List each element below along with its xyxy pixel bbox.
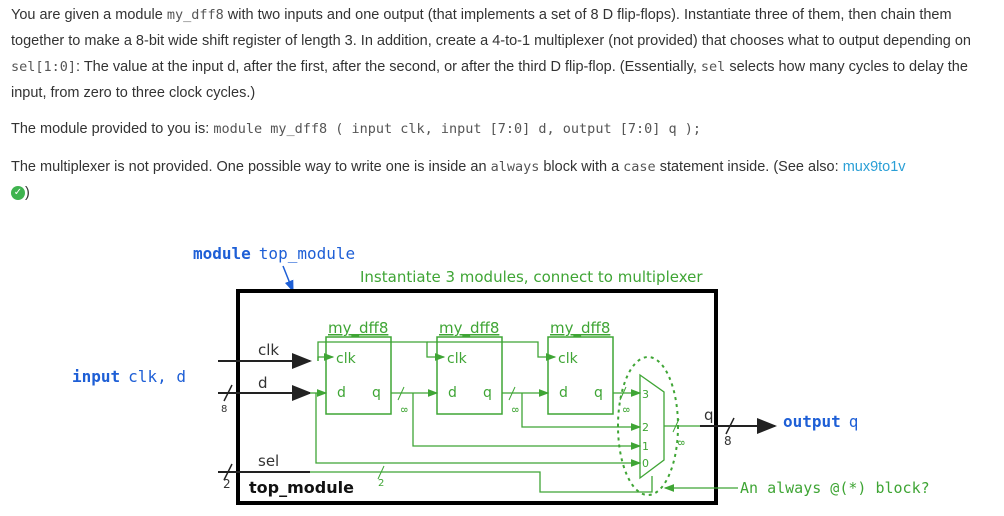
dff-clk-label: clk [558, 351, 579, 367]
code-sel: sel [700, 59, 726, 75]
output-name: q [849, 412, 859, 431]
dff-title: my_dff8 [328, 319, 388, 338]
bus-label-q2: 8 [509, 407, 519, 413]
dff-q-label: q [372, 385, 381, 401]
dff-instance-3: my_dff8 clk d q [547, 319, 614, 415]
text-segment: with two inputs and one output (that imp… [11, 7, 971, 49]
sel-bus-width: 2 [223, 477, 231, 491]
bus-width-markers [377, 386, 680, 480]
check-circle-icon: ✓ [11, 186, 25, 201]
output-keyword: output [783, 412, 841, 431]
dff-clk-label: clk [447, 351, 468, 367]
d-wire-label: d [258, 374, 268, 392]
dff-instance-2: my_dff8 clk d q [436, 319, 503, 415]
input-names: clk, d [128, 367, 186, 386]
dff-d-label: d [559, 385, 568, 401]
bus-label-q1: 8 [398, 407, 408, 413]
text-segment: statement inside. (See also: [655, 159, 843, 175]
text-segment: : The value at the input d, after the fi… [76, 59, 701, 75]
dff-q-label: q [483, 385, 492, 401]
d-bus-slash [223, 384, 233, 402]
text-segment: You are given a module [11, 7, 167, 23]
q-bus-width: 8 [724, 434, 732, 448]
dff-title: my_dff8 [550, 319, 610, 338]
input-keyword: input [72, 367, 120, 386]
q-wire-label: q [704, 406, 714, 424]
mux-input-0: 0 [642, 457, 649, 470]
bus-label-mux-out: 8 [675, 440, 685, 446]
mux-shape [639, 373, 665, 480]
mux9to1v-link[interactable]: mux9to1v [842, 159, 906, 175]
intro-paragraph-3: The multiplexer is not provided. One pos… [11, 154, 996, 206]
code-case: case [623, 159, 656, 175]
bus-label-q3: 8 [620, 407, 630, 413]
clk-wire-label: clk [258, 341, 279, 359]
dff-d-label: d [448, 385, 457, 401]
sel-bus-slash [223, 463, 233, 481]
always-note: An always @(*) block? [740, 479, 930, 497]
top-module-label: top_module [249, 478, 354, 497]
dff-title: my_dff8 [439, 319, 499, 338]
bus-label-sel: 2 [378, 478, 384, 489]
mux-input-3: 3 [642, 388, 649, 401]
dff-d-label: d [337, 385, 346, 401]
code-sel-range: sel[1:0] [11, 59, 77, 75]
text-segment: ) [25, 185, 30, 201]
instantiate-note: Instantiate 3 modules, connect to multip… [360, 268, 703, 286]
d-bus-width: 8 [221, 404, 227, 415]
text-segment: selects how many cycles to delay the inp… [11, 59, 968, 101]
always-block-ellipse [617, 356, 679, 496]
text-segment: The module provided to you is: [11, 121, 214, 137]
top-module-box [236, 289, 718, 505]
intro-paragraph-1: You are given a module my_dff8 with two … [11, 2, 996, 106]
mux-input-2: 2 [642, 421, 649, 434]
module-name: top_module [259, 244, 355, 263]
q-bus-slash [725, 417, 735, 435]
code-module-signature: module my_dff8 ( input clk, input [7:0] … [213, 121, 701, 137]
mux-input-1: 1 [642, 440, 649, 453]
code-always: always [490, 159, 540, 175]
sel-wire-label: sel [258, 452, 279, 470]
module-pointer-arrow [282, 265, 294, 293]
text-segment: block with a [539, 159, 624, 175]
dff-instance-1: my_dff8 clk d q [325, 319, 392, 415]
module-keyword: module [193, 244, 251, 263]
text-segment: The multiplexer is not provided. One pos… [11, 159, 491, 175]
code-my-dff8: my_dff8 [166, 7, 224, 23]
intro-paragraph-2: The module provided to you is: module my… [11, 116, 996, 142]
dff-clk-label: clk [336, 351, 357, 367]
dff-q-label: q [594, 385, 603, 401]
internal-wiring [310, 341, 700, 493]
